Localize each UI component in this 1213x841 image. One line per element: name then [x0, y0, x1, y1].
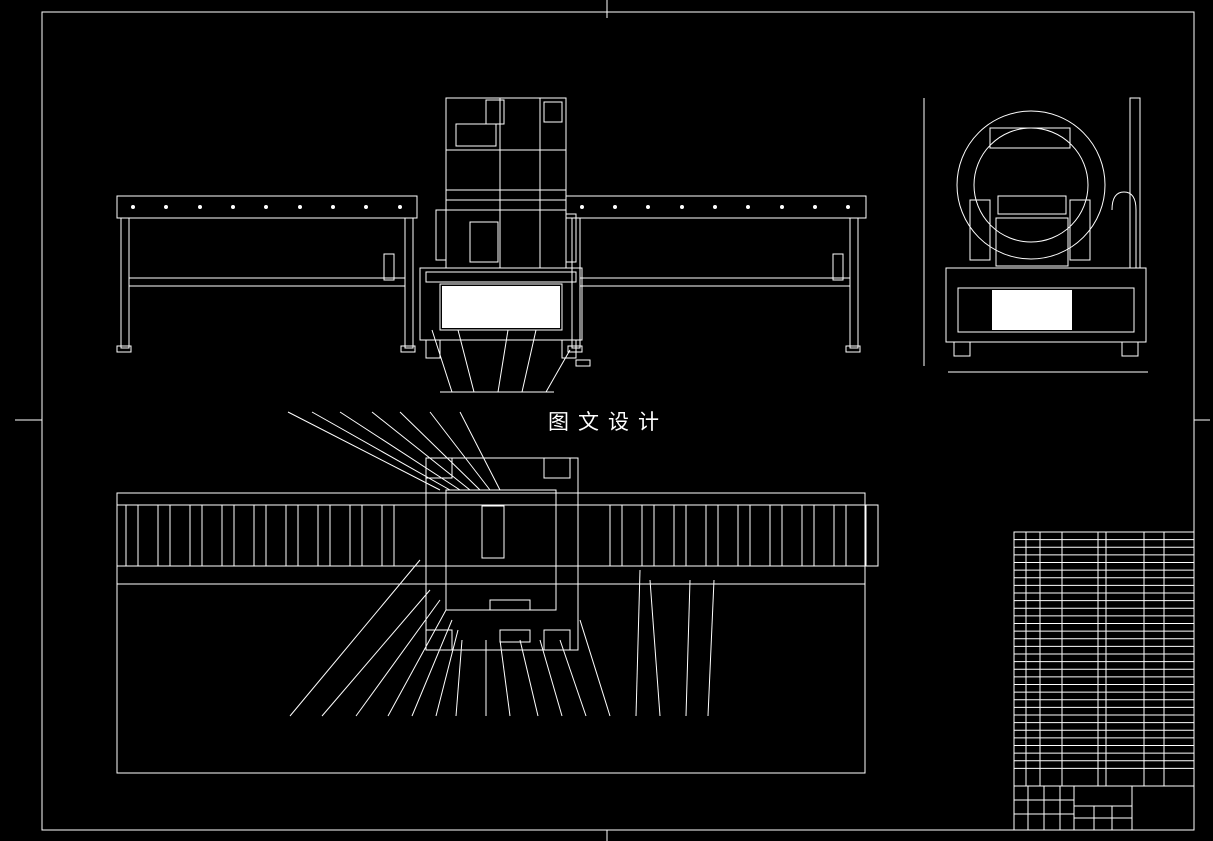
roller	[609, 504, 623, 567]
parts-list-table	[1013, 531, 1195, 787]
bolt-hole	[298, 205, 302, 209]
leader-line	[339, 411, 461, 491]
bolt-hole	[846, 205, 850, 209]
leader-line	[411, 619, 453, 717]
leader-line	[371, 411, 471, 491]
front-view-leaders	[431, 329, 571, 393]
bolt-hole	[780, 205, 784, 209]
bolt-hole	[264, 205, 268, 209]
leader-line	[311, 411, 451, 491]
bolt-hole	[680, 205, 684, 209]
sheet-border	[15, 0, 1210, 841]
roller	[381, 504, 395, 567]
top-view-leaders	[287, 411, 715, 717]
leader-line	[539, 639, 563, 717]
roller	[673, 504, 687, 567]
leader-line	[579, 619, 611, 717]
leader-line	[559, 639, 587, 717]
leader-line	[707, 579, 715, 717]
roller	[833, 504, 847, 567]
bolt-hole	[131, 205, 135, 209]
leader-line	[435, 629, 459, 717]
roller	[285, 504, 299, 567]
leader-line	[685, 579, 691, 717]
bolt-hole	[398, 205, 402, 209]
leader-line	[399, 411, 481, 491]
bolt-hole	[164, 205, 168, 209]
roller	[641, 504, 655, 567]
bolt-hole	[231, 205, 235, 209]
roller	[253, 504, 267, 567]
roller	[705, 504, 719, 567]
leader-line	[321, 589, 431, 717]
watermark-text: 图文设计	[548, 410, 668, 434]
bolt-hole	[364, 205, 368, 209]
roller	[801, 504, 815, 567]
leader-line	[287, 411, 441, 491]
top-view	[116, 457, 879, 774]
leader-line	[289, 559, 421, 717]
leader-line	[387, 609, 447, 717]
leader-line	[635, 569, 641, 717]
leader-line	[355, 599, 441, 717]
leader-line	[519, 639, 539, 717]
side-view-panel-fill	[992, 290, 1072, 330]
leader-line	[499, 639, 511, 717]
bolt-hole	[198, 205, 202, 209]
leader-line	[455, 639, 463, 717]
roller	[221, 504, 235, 567]
roller	[737, 504, 751, 567]
roller	[125, 504, 139, 567]
side-view	[923, 97, 1148, 373]
bolt-hole	[713, 205, 717, 209]
roller	[349, 504, 363, 567]
bolt-hole	[613, 205, 617, 209]
roller	[769, 504, 783, 567]
bolt-hole	[813, 205, 817, 209]
bolt-hole	[580, 205, 584, 209]
roller	[317, 504, 331, 567]
roller	[865, 504, 879, 567]
front-view-panel-fill	[442, 286, 560, 328]
roller	[189, 504, 203, 567]
bolt-hole	[331, 205, 335, 209]
roller	[157, 504, 171, 567]
bolt-hole	[646, 205, 650, 209]
leader-line	[459, 411, 501, 491]
leader-line	[649, 579, 661, 717]
leader-line	[429, 411, 491, 491]
title-block	[1013, 785, 1195, 831]
front-view	[116, 97, 867, 367]
bolt-hole	[746, 205, 750, 209]
